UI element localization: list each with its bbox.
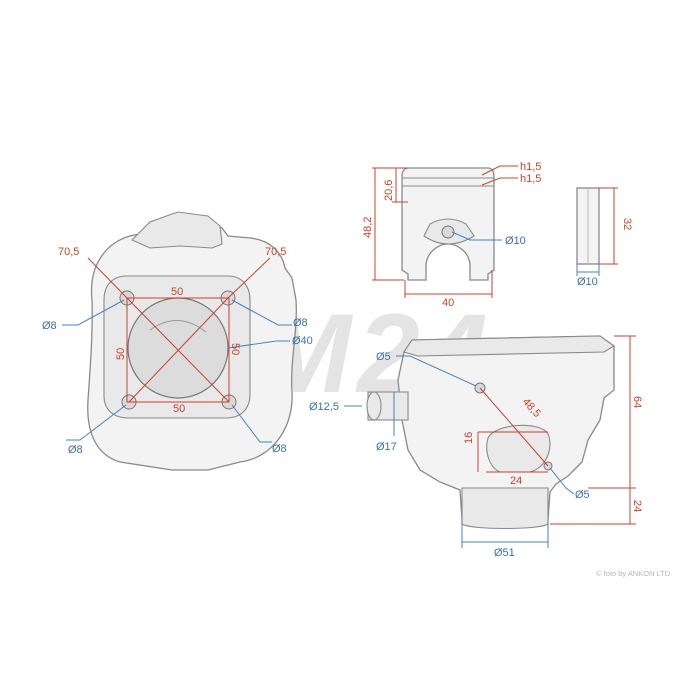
label-ring-gap-2: h1,5 bbox=[520, 173, 541, 185]
leader-ring-1 bbox=[481, 165, 518, 176]
cylinder-side-port bbox=[486, 424, 551, 473]
label-stud-top: Ø5 bbox=[376, 351, 391, 363]
label-spacing-left: 50 bbox=[115, 348, 127, 360]
label-spacing-top: 50 bbox=[171, 286, 183, 298]
dim-diagonal bbox=[479, 387, 549, 467]
cylinder-inlet-opening bbox=[366, 391, 382, 421]
cylinder-top-flange bbox=[403, 335, 616, 357]
label-ring-gap-1: h1,5 bbox=[520, 161, 541, 173]
leader-hole-br bbox=[231, 404, 272, 443]
label-skirt-height: 24 bbox=[631, 500, 643, 512]
leader-hole-tl bbox=[62, 299, 125, 326]
label-port-height: 16 bbox=[463, 432, 475, 444]
label-pin-diameter: Ø10 bbox=[577, 276, 598, 288]
label-spacing-bottom: 50 bbox=[173, 403, 185, 415]
label-pin-hole: Ø10 bbox=[505, 235, 526, 247]
photo-credit: © foto by ANKON LTD bbox=[596, 569, 671, 578]
label-bore: Ø40 bbox=[292, 335, 313, 347]
label-hole-tr: Ø8 bbox=[293, 317, 308, 329]
label-skirt-diameter: Ø51 bbox=[494, 547, 515, 559]
head-bore bbox=[127, 297, 229, 399]
label-total-height: 48,2 bbox=[362, 217, 374, 238]
cylinder-head-view: 70,5 70,5 50 50 50 50 Ø8 Ø8 Ø8 Ø8 Ø40 bbox=[42, 211, 313, 471]
label-diag-right: 70,5 bbox=[265, 246, 286, 258]
label-hole-bl: Ø8 bbox=[68, 444, 83, 456]
label-cyl-height: 64 bbox=[631, 396, 643, 408]
label-inlet-outer: Ø12,5 bbox=[309, 401, 339, 413]
label-inlet-inner: Ø17 bbox=[376, 441, 397, 453]
label-port-width: 24 bbox=[510, 475, 522, 487]
label-piston-diameter: 40 bbox=[442, 297, 454, 309]
label-hole-tl: Ø8 bbox=[42, 320, 57, 332]
leader-stud-bottom bbox=[549, 467, 575, 495]
cylinder-skirt bbox=[461, 487, 549, 530]
piston-view: h1,5 h1,5 20,6 48,2 Ø10 40 bbox=[362, 161, 541, 309]
label-pin-length: 32 bbox=[621, 218, 633, 230]
label-stud-bottom: Ø5 bbox=[575, 489, 590, 501]
leader-bore bbox=[227, 340, 290, 349]
label-ring-zone: 20,6 bbox=[383, 180, 395, 201]
diag-leader-left bbox=[87, 257, 128, 299]
label-diag-left: 70,5 bbox=[58, 246, 79, 258]
bolt-diagonal-b bbox=[128, 297, 229, 403]
cylinder-side-view: Ø5 48,5 Ø12,5 Ø17 16 24 Ø5 64 24 Ø51 bbox=[309, 335, 643, 559]
pin-view: 32 Ø10 bbox=[576, 187, 633, 288]
label-spacing-right: 50 bbox=[229, 343, 241, 355]
leader-stud-top bbox=[396, 355, 477, 387]
leader-ring-2 bbox=[481, 177, 518, 186]
bolt-square bbox=[126, 297, 230, 403]
label-hole-br: Ø8 bbox=[272, 443, 287, 455]
piston-pin-hole bbox=[441, 225, 455, 239]
diag-leader-right bbox=[227, 257, 271, 299]
leader-pin-hole bbox=[451, 231, 502, 241]
leader-hole-bl bbox=[66, 404, 127, 441]
head-intake-boss bbox=[131, 211, 223, 249]
leader-hole-tr bbox=[231, 299, 292, 326]
